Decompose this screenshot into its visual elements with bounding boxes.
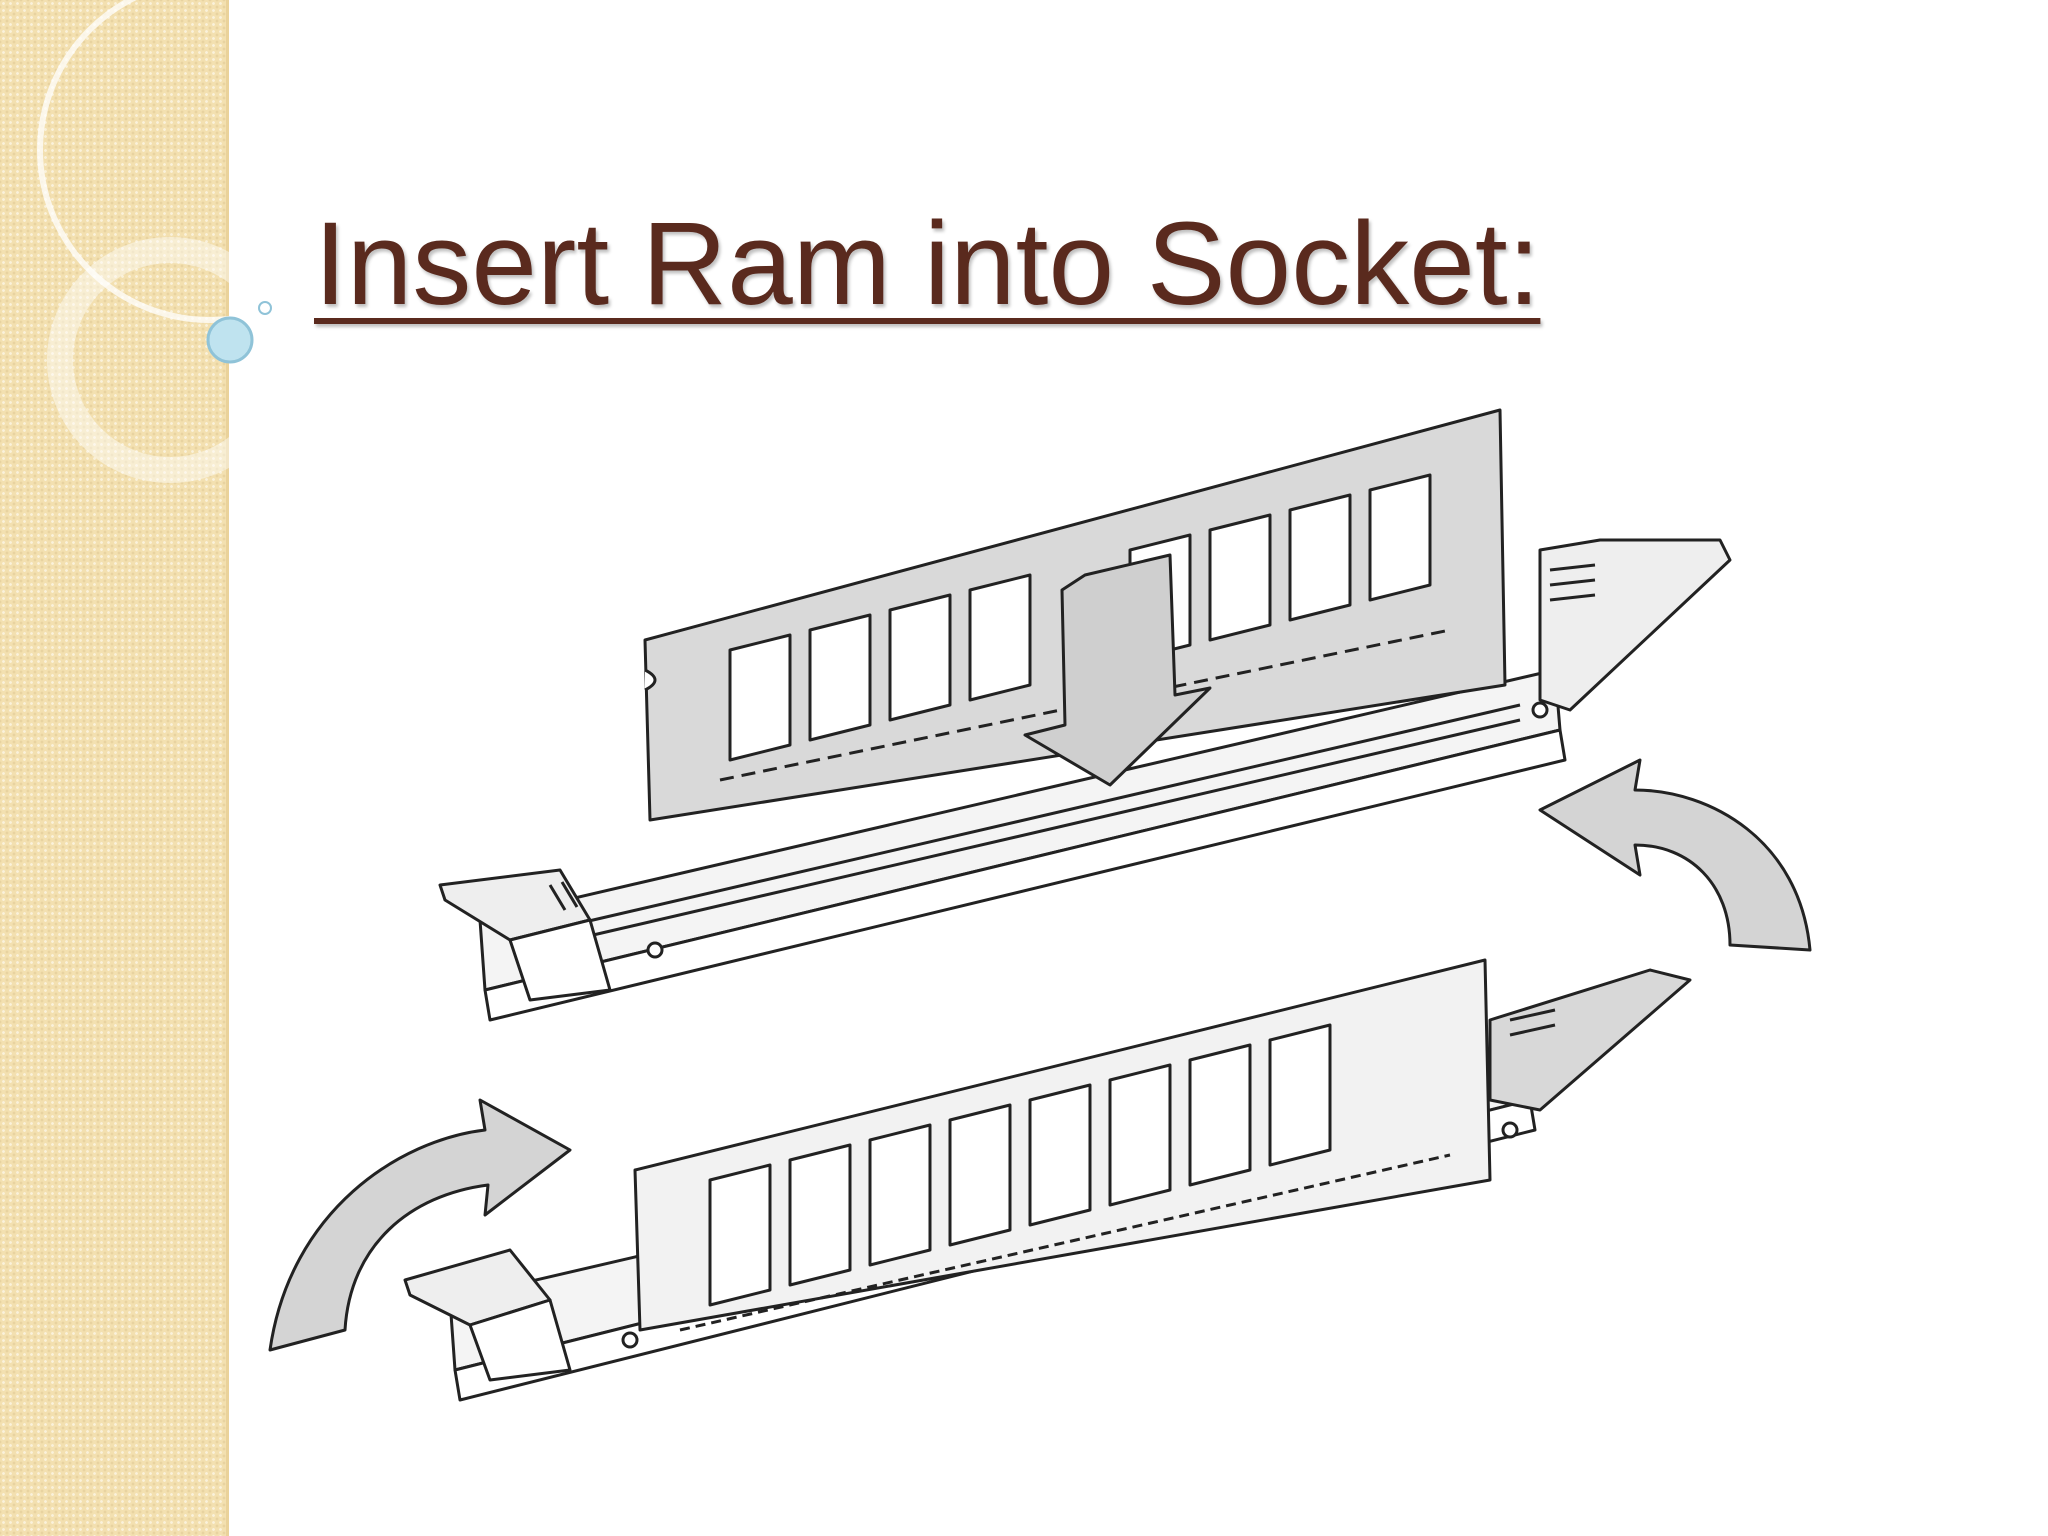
deco-ring [47, 237, 293, 483]
bottom-ram-module [633, 958, 1492, 1332]
top-socket [478, 668, 1567, 1022]
deco-small-dot [258, 301, 272, 315]
side-panel [0, 0, 228, 1536]
bottom-socket-right-clip [1488, 968, 1692, 1112]
down-arrow-icon [1023, 553, 1212, 787]
slide-title: Insert Ram into Socket: [314, 198, 1541, 330]
side-panel-border [226, 0, 229, 1536]
top-socket-right-clip [1538, 538, 1732, 712]
bottom-socket-left-clip [403, 1248, 572, 1382]
decorative-circles [37, 0, 300, 483]
ram-installation-illustration [268, 408, 1812, 1402]
top-socket-left-clip [438, 868, 612, 1002]
deco-large-circle [37, 0, 300, 323]
deco-blue-dot [206, 316, 254, 364]
right-clip-close-arrow-icon [1538, 758, 1812, 952]
left-clip-close-arrow-icon [268, 1098, 572, 1352]
